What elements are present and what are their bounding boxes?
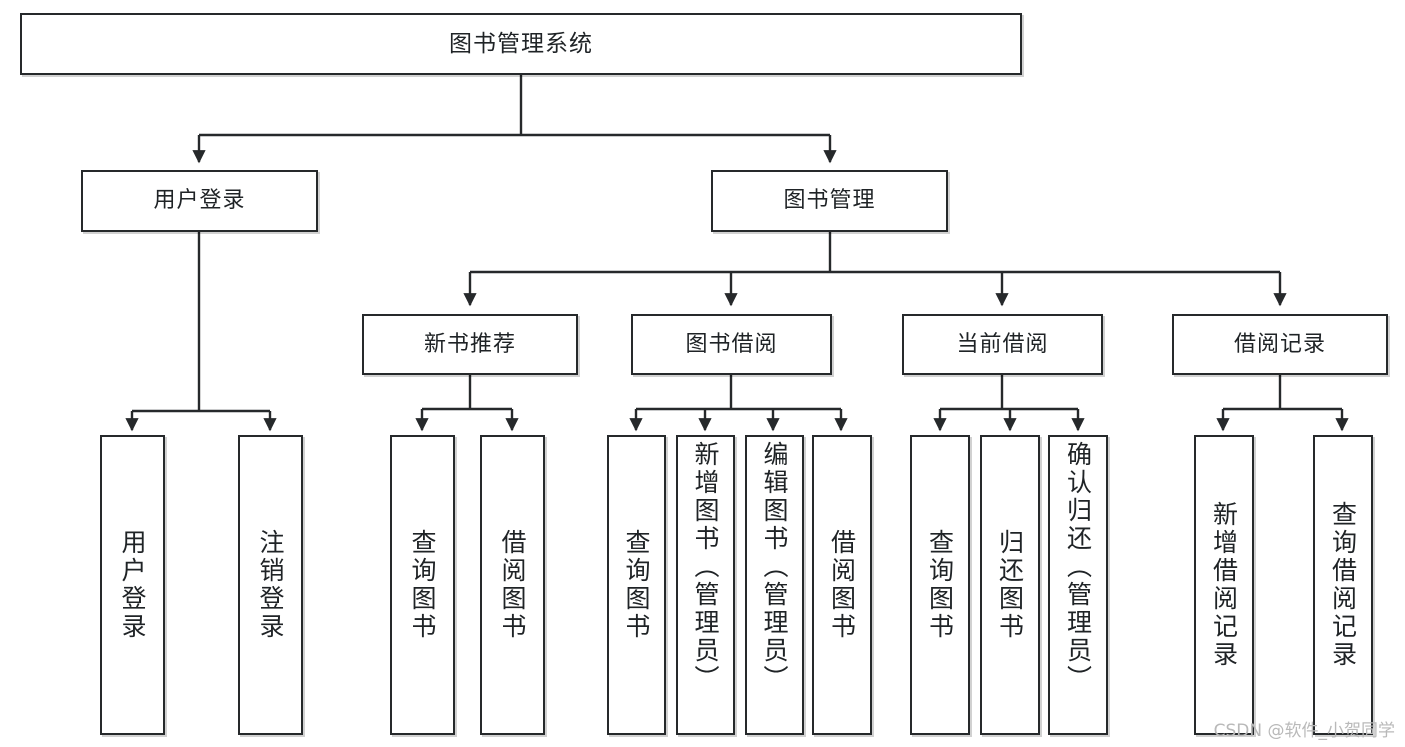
node-label: 查询图书 [925, 529, 955, 641]
node-book-management[interactable]: 图书管理 [711, 170, 948, 232]
leaf-return-book[interactable]: 归还图书 [980, 435, 1040, 735]
leaf-add-book-admin[interactable]: 新增图书（管理员） [676, 435, 735, 735]
node-label: 图书管理系统 [449, 30, 593, 57]
node-label: 用户登录 [153, 188, 246, 214]
node-label: 查询图书 [408, 529, 437, 641]
node-borrow-record[interactable]: 借阅记录 [1172, 314, 1388, 375]
node-label: 新书推荐 [423, 331, 516, 357]
leaf-query-book-new[interactable]: 查询图书 [390, 435, 455, 735]
node-label: 注销登录 [256, 529, 285, 641]
node-label: 借阅图书 [827, 529, 857, 641]
node-label: 编辑图书（管理员） [760, 441, 789, 693]
node-label: 查询借阅记录 [1328, 501, 1358, 669]
node-label: 用户登录 [118, 529, 147, 641]
node-label: 查询图书 [622, 529, 651, 641]
watermark: CSDN @软件_小贺同学 [1213, 721, 1395, 741]
node-label: 借阅记录 [1233, 331, 1326, 357]
node-label: 借阅图书 [498, 529, 527, 641]
leaf-confirm-return-admin[interactable]: 确认归还（管理员） [1048, 435, 1108, 735]
leaf-query-borrow-record[interactable]: 查询借阅记录 [1313, 435, 1373, 735]
node-new-book-recommend[interactable]: 新书推荐 [362, 314, 578, 375]
node-root-system[interactable]: 图书管理系统 [20, 13, 1022, 75]
node-label: 图书借阅 [685, 331, 778, 357]
leaf-query-book-current[interactable]: 查询图书 [910, 435, 970, 735]
node-label: 新增借阅记录 [1209, 501, 1239, 669]
leaf-borrow-book[interactable]: 借阅图书 [812, 435, 872, 735]
leaf-logout[interactable]: 注销登录 [238, 435, 303, 735]
leaf-borrow-book-new[interactable]: 借阅图书 [480, 435, 545, 735]
leaf-edit-book-admin[interactable]: 编辑图书（管理员） [745, 435, 804, 735]
node-label: 当前借阅 [956, 331, 1049, 357]
node-label: 新增图书（管理员） [691, 441, 720, 693]
leaf-add-borrow-record[interactable]: 新增借阅记录 [1194, 435, 1254, 735]
node-label: 图书管理 [783, 188, 876, 214]
node-user-login[interactable]: 用户登录 [81, 170, 318, 232]
node-label: 归还图书 [995, 529, 1025, 641]
node-label: 确认归还（管理员） [1063, 441, 1093, 693]
leaf-user-login[interactable]: 用户登录 [100, 435, 165, 735]
leaf-query-book-borrow[interactable]: 查询图书 [607, 435, 666, 735]
node-book-borrow[interactable]: 图书借阅 [631, 314, 832, 375]
node-current-borrow[interactable]: 当前借阅 [902, 314, 1103, 375]
